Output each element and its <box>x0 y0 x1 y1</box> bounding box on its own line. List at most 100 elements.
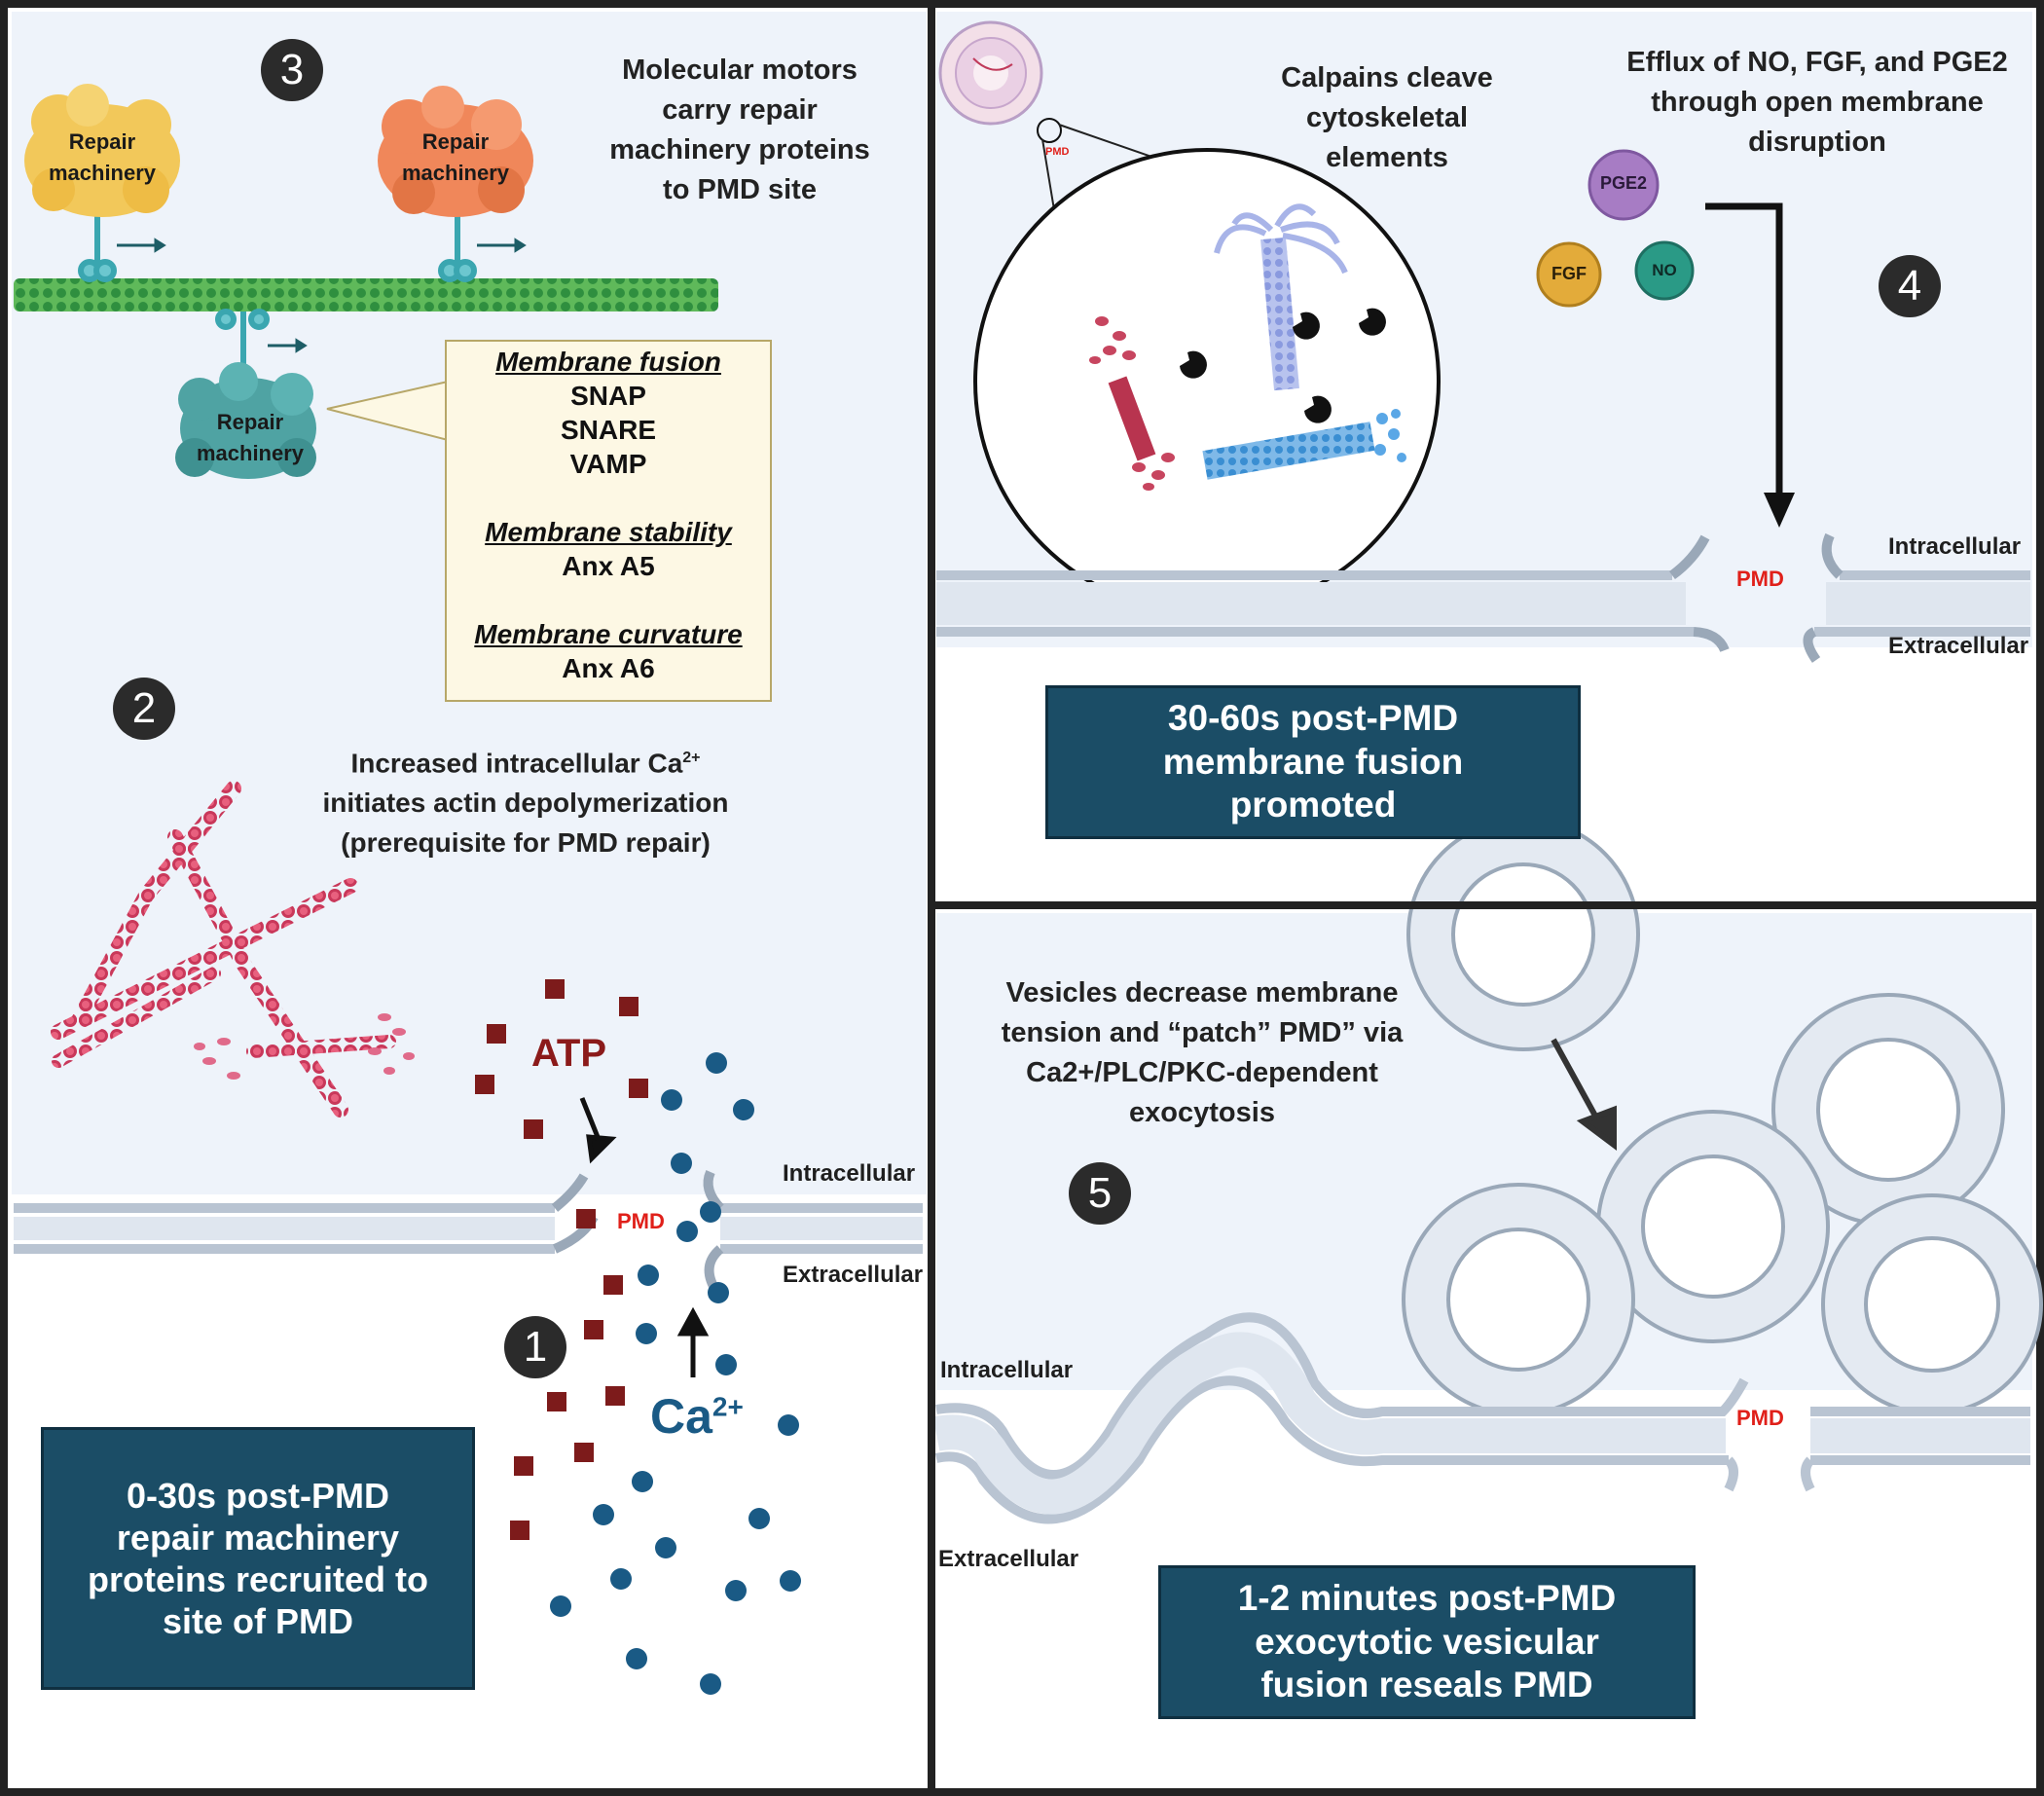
callout-spacer <box>448 583 769 617</box>
repair-label-word-2: machinery <box>401 161 510 185</box>
caption-text: 30-60s post-PMD membrane fusion promoted <box>1163 697 1463 826</box>
caption-text: 1-2 minutes post-PMD exocytotic vesicula… <box>1238 1577 1617 1706</box>
fusion-heading: Membrane fusion <box>495 347 721 377</box>
vesicle-line-4: exocytosis <box>1129 1097 1275 1128</box>
curvature-heading: Membrane curvature <box>474 619 743 649</box>
repair-machinery-yellow <box>24 84 180 217</box>
caption-line-2: exocytotic vesicular <box>1255 1621 1599 1662</box>
calpain-description: Calpains cleave cytoskeletal elements <box>1226 58 1548 178</box>
repair-label-word-1: Repair <box>216 410 284 434</box>
caption-box-1-2-minutes: 1-2 minutes post-PMD exocytotic vesicula… <box>1158 1565 1696 1719</box>
caption-text: 0-30s post-PMD repair machinery proteins… <box>88 1475 428 1643</box>
motors-description: Molecular motors carry repair machinery … <box>574 51 905 210</box>
cytoskeleton-fragments <box>1089 203 1406 491</box>
calcium-line-1: Increased intracellular Ca2+ <box>282 738 769 783</box>
efflux-description: Efflux of NO, FGF, and PGE2 through open… <box>1588 43 2044 163</box>
fusion-item-vamp: VAMP <box>569 449 647 479</box>
microtubule-track <box>14 278 718 312</box>
repair-machinery-teal-label: Repair machinery <box>187 407 313 469</box>
repair-label-word-2: machinery <box>196 441 305 465</box>
calcium-label: Ca2+ <box>650 1388 744 1445</box>
caption-line-2: membrane fusion <box>1162 741 1464 782</box>
calpain-line-3: elements <box>1326 142 1448 173</box>
caption-line-3: proteins recruited to <box>87 1559 429 1599</box>
calcium-description: Increased intracellular Ca2+ initiates a… <box>282 738 769 862</box>
atp-label: ATP <box>531 1032 607 1075</box>
stability-item: Anx A5 <box>562 551 655 581</box>
step-2-badge: 2 <box>113 678 175 740</box>
repair-label-word-1: Repair <box>68 129 136 154</box>
no-molecule <box>1634 240 1695 301</box>
caption-box-0-30s: 0-30s post-PMD repair machinery proteins… <box>41 1427 475 1690</box>
callout-spacer <box>448 481 769 515</box>
motors-line-2: carry repair <box>662 94 818 126</box>
extracellular-label-top-right: Extracellular <box>1888 633 2029 659</box>
caption-line-3: fusion reseals PMD <box>1260 1665 1593 1705</box>
caption-line-3: promoted <box>1229 785 1397 825</box>
repair-label-word-1: Repair <box>421 129 490 154</box>
curvature-item: Anx A6 <box>562 653 655 683</box>
extracellular-label-left: Extracellular <box>783 1262 924 1288</box>
membrane-bilayer-bottom-right <box>932 1312 2030 1524</box>
intracellular-label-top-right: Intracellular <box>1888 533 2022 560</box>
repair-machinery-teal <box>175 362 316 479</box>
caption-line-4: site of PMD <box>162 1601 353 1642</box>
caption-line-1: 30-60s post-PMD <box>1167 698 1459 739</box>
calcium-line-1-text: Increased intracellular Ca <box>350 748 683 779</box>
vesicle-line-3: Ca2+/PLC/PKC-dependent <box>1026 1057 1378 1088</box>
efflux-line-2: through open membrane <box>1651 87 1984 118</box>
calcium-ions <box>550 1052 801 1695</box>
calcium-line-2: initiates actin depolymerization <box>322 788 729 819</box>
callout-box <box>445 340 772 702</box>
motor-protein-yellow <box>78 209 477 368</box>
fusion-item-snap: SNAP <box>570 381 646 411</box>
repair-label-word-2: machinery <box>48 161 157 185</box>
step-5-badge: 5 <box>1069 1162 1131 1225</box>
vesicle-description: Vesicles decrease membrane tension and “… <box>983 973 1421 1133</box>
intracellular-label-left: Intracellular <box>783 1160 916 1187</box>
fgf-molecule <box>1536 241 1602 308</box>
pge2-molecule <box>1588 149 1660 221</box>
repair-machinery-orange-label: Repair machinery <box>392 127 519 189</box>
step-1-badge: 1 <box>504 1316 566 1378</box>
vesicles <box>1402 818 2043 1416</box>
repair-machinery-yellow-label: Repair machinery <box>39 127 165 189</box>
calpain-line-2: cytoskeletal <box>1305 102 1469 133</box>
membrane-bilayer-left <box>14 1169 923 1293</box>
step-1-number: 1 <box>523 1323 548 1371</box>
pge2-label: PGE2 <box>1599 173 1648 193</box>
vesicle-line-1: Vesicles decrease membrane <box>1005 977 1399 1008</box>
caption-box-30-60s: 30-60s post-PMD membrane fusion promoted <box>1045 685 1581 839</box>
calcium-superscript: 2+ <box>682 750 701 766</box>
magnified-view <box>973 148 1441 615</box>
pmd-label-top-right: PMD <box>1736 567 1784 591</box>
motors-line-1: Molecular motors <box>622 55 858 86</box>
caption-line-2: repair machinery <box>116 1517 400 1558</box>
extracellular-label-bottom-right: Extracellular <box>938 1546 1079 1572</box>
atp-molecules <box>475 979 648 1540</box>
calcium-label-text: Ca <box>650 1389 712 1444</box>
calpain-line-1: Calpains cleave <box>1281 62 1493 93</box>
pmd-label-left: PMD <box>617 1209 665 1233</box>
fusion-item-snare: SNARE <box>560 415 656 445</box>
step-5-number: 5 <box>1087 1169 1113 1217</box>
stability-heading: Membrane stability <box>485 517 732 547</box>
step-4-number: 4 <box>1897 262 1922 310</box>
caption-line-1: 1-2 minutes post-PMD <box>1237 1578 1617 1619</box>
left-panel <box>12 12 927 1782</box>
pmd-label-bottom-right: PMD <box>1736 1406 1784 1430</box>
fgf-label: FGF <box>1551 264 1587 283</box>
caption-line-1: 0-30s post-PMD <box>126 1475 390 1516</box>
efflux-line-3: disruption <box>1748 127 1886 158</box>
cell-pmd-label: PMD <box>1045 146 1070 158</box>
calcium-label-superscript: 2+ <box>712 1391 744 1422</box>
step-3-number: 3 <box>279 46 305 93</box>
membrane-bilayer-top-right <box>936 532 2030 663</box>
callout-text: Membrane fusion SNAP SNARE VAMP Membrane… <box>448 345 769 685</box>
motors-line-3: machinery proteins <box>609 134 870 165</box>
motors-line-4: to PMD site <box>663 174 817 205</box>
actin-filaments <box>51 781 415 1118</box>
step-3-badge: 3 <box>261 39 323 101</box>
intracellular-label-bottom-right: Intracellular <box>940 1357 1074 1383</box>
no-label: NO <box>1652 261 1677 279</box>
